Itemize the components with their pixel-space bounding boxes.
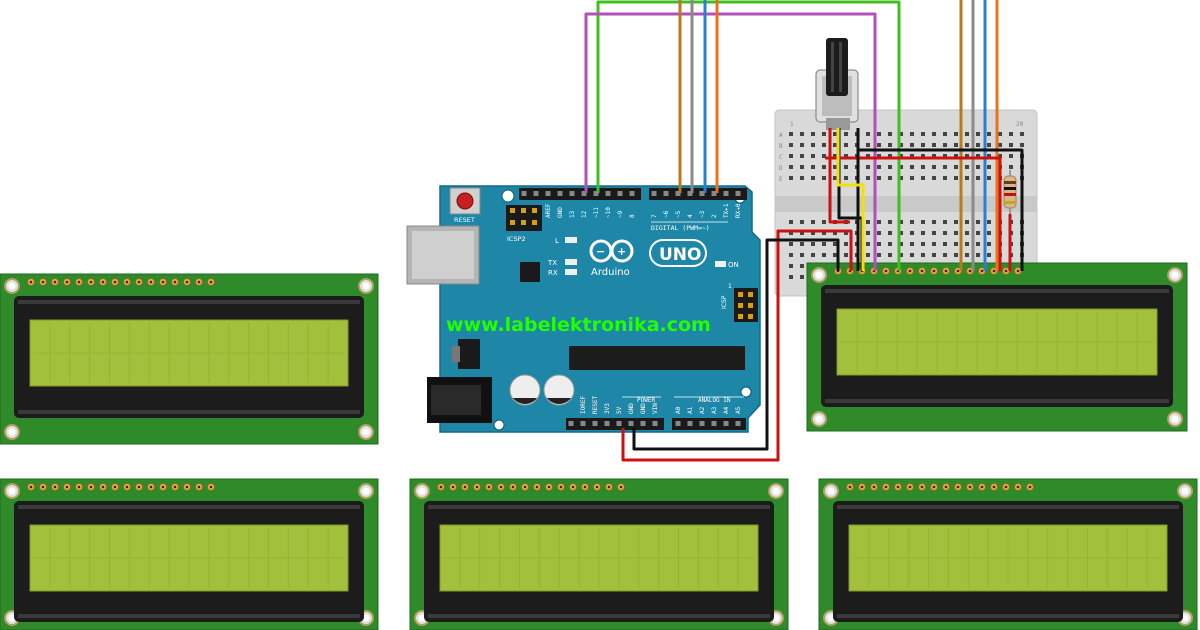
- arduino-logo-text: Arduino: [591, 267, 630, 278]
- analog-pin-label: A2: [699, 406, 706, 414]
- uno-label: UNO: [659, 245, 701, 265]
- analog-pin-label: A1: [687, 406, 694, 414]
- lcd-modules: [0, 262, 1198, 630]
- power-header: [566, 418, 664, 430]
- digital-pin-label: 2: [711, 214, 718, 218]
- power-pin-label: 5V: [616, 406, 623, 414]
- led-rx-label: RX: [548, 269, 558, 277]
- arduino-logo: − + Arduino UNO: [589, 239, 707, 278]
- power-pin-label: RESET: [592, 396, 599, 414]
- led-rx: [565, 269, 577, 275]
- digital-pin-label: GND: [557, 207, 564, 218]
- power-pin-label: GND: [640, 403, 647, 414]
- digital-pin-label: 4: [687, 214, 694, 218]
- svg-text:−: −: [596, 245, 605, 258]
- wire-red: [621, 229, 853, 462]
- mount-hole: [740, 386, 752, 398]
- analog-pin-label: A4: [723, 406, 730, 414]
- wire-black: [632, 238, 840, 451]
- mount-hole: [501, 189, 515, 203]
- watermark-url: www.labelektronika.com: [446, 314, 711, 336]
- digital-pin-label: 12: [581, 210, 588, 218]
- power-pin-label: VIN: [652, 403, 659, 414]
- digital-pin-label: ~9: [617, 210, 624, 218]
- row-letter-d: D: [779, 165, 783, 172]
- analog-pin-label: A0: [675, 406, 682, 414]
- lcd-module-bottom-3: [818, 478, 1198, 630]
- arduino-pcb: [439, 185, 761, 433]
- small-chip: [520, 262, 540, 282]
- row-letter-e: E: [779, 176, 783, 183]
- wires: [584, 0, 1024, 462]
- row-letter-b: B: [779, 143, 783, 150]
- power-label: POWER: [637, 397, 655, 404]
- wire-purple: [584, 12, 877, 271]
- power-pin-label: GND: [628, 403, 635, 414]
- lcd-module-connected: [806, 262, 1188, 432]
- wire-black: [856, 128, 1024, 271]
- lcd-module-left: [0, 273, 379, 445]
- potentiometer-shaft: [826, 38, 848, 96]
- led-l: [565, 237, 577, 243]
- led-on-label: ON: [728, 261, 739, 269]
- icsp2-label: ICSP2: [507, 235, 526, 243]
- digital-pin-label: TX▸1: [723, 203, 730, 218]
- digital-pin-label: ~11: [593, 207, 600, 218]
- digital-pin-label: AREF: [545, 203, 552, 218]
- digital-pin-label: ~6: [663, 210, 670, 218]
- wire-yellow: [836, 128, 865, 271]
- reset-label: RESET: [454, 216, 475, 224]
- digital-pin-label: 8: [629, 214, 636, 218]
- lcd-module-bottom-1: [0, 478, 379, 630]
- digital-pin-label: ~3: [699, 210, 706, 218]
- mount-hole: [493, 419, 505, 431]
- potentiometer: [815, 38, 859, 130]
- voltage-regulator: [458, 339, 480, 369]
- analog-pin-label: A5: [735, 406, 742, 414]
- analog-header: [672, 418, 746, 430]
- row-letter-c: C: [779, 154, 783, 161]
- icsp-pin1-label: 1: [728, 283, 732, 290]
- led-tx: [565, 259, 577, 265]
- resistor: [1003, 170, 1017, 214]
- capacitor: [543, 374, 575, 406]
- wire-red: [825, 156, 1002, 271]
- analog-pin-label: A3: [711, 406, 718, 414]
- digital-label: DIGITAL (PWM=~): [651, 224, 710, 232]
- col-label-start: 1: [790, 121, 794, 128]
- icsp-header: [734, 288, 758, 322]
- wire-green: [596, 0, 901, 271]
- digital-pin-label: 7: [651, 214, 658, 218]
- analog-label: ANALOG IN: [698, 397, 731, 404]
- led-l-label: L: [555, 237, 559, 245]
- icsp2-header: [506, 205, 542, 231]
- power-pin-label: IOREF: [580, 396, 587, 414]
- power-pin-label: 3V3: [604, 403, 611, 414]
- led-tx-label: TX: [547, 259, 557, 267]
- col-label-end: 20: [1016, 121, 1024, 128]
- digital-pin-label: ~10: [605, 207, 612, 218]
- uno-badge: [649, 239, 707, 267]
- led-on: [715, 261, 726, 267]
- breadboard-row-letters: A B C D E: [779, 132, 783, 183]
- digital-pin-label: RX◂0: [735, 203, 742, 218]
- digital-pin-label: ~5: [675, 210, 682, 218]
- capacitor: [509, 374, 541, 406]
- lcd-module-bottom-2: [409, 478, 789, 630]
- atmega-chip: [569, 346, 745, 370]
- icsp-label: ICSP: [721, 295, 728, 309]
- digital-header-right: [649, 188, 747, 200]
- svg-text:+: +: [617, 245, 626, 258]
- row-letter-a: A: [779, 132, 783, 139]
- digital-pin-label: 13: [569, 210, 576, 218]
